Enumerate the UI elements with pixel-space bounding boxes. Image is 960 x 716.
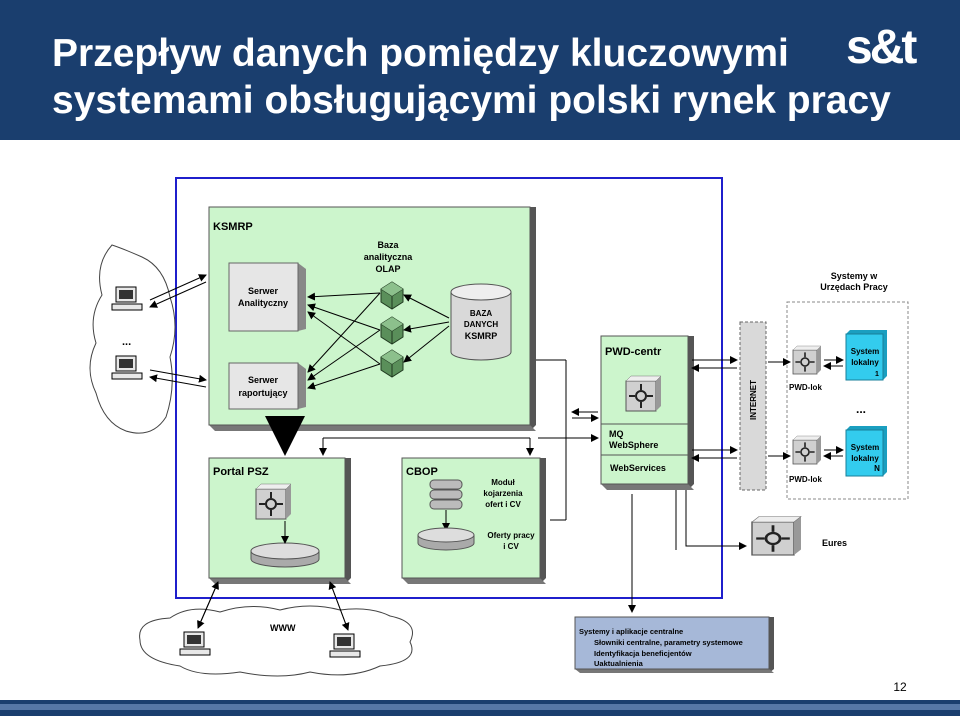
internet-label: INTERNET [749,380,758,420]
pwd-centr-router-icon [625,375,662,412]
pwd-centr-label: PWD-centr [605,346,662,358]
pwd-mq-line1: MQ [609,429,624,439]
db-line3: KSMRP [465,331,498,341]
central-line1: Systemy i aplikacje centralne [579,627,683,636]
server-report-line2: raportujący [238,388,287,398]
sysn-line2: lokalny [851,454,879,463]
sysn-line3: N [874,464,880,473]
offices-region: Systemy w Urzędach Pracy PWD-lok PWD-lok… [786,271,909,500]
slide-title: Przepływ danych pomiędzy kluczowymi syst… [52,30,891,124]
pwd-centr-panel: PWD-centr MQ WebSphere WebServices [600,335,694,490]
title-line-2: systemami obsługującymi polski rynek pra… [52,79,891,122]
ksmrp-label: KSMRP [213,221,253,233]
server-analytic-line1: Serwer [248,286,279,296]
portal-router-icon [255,483,292,520]
title-line-1: Przepływ danych pomiędzy kluczowymi [52,32,789,75]
footer-bar [0,700,960,716]
central-line4: Uaktualnienia [594,659,644,668]
pwd-mq-line2: WebSphere [609,440,658,450]
cbop-server-icon [429,479,463,510]
header-bar: Przepływ danych pomiędzy kluczowymi syst… [0,0,960,140]
cloud-left-dots: ... [122,336,131,348]
pwd-lok-router-icon [792,345,822,375]
ksmrp-database: BAZA DANYCH KSMRP [450,283,512,361]
cbop-offers-line2: i CV [503,542,519,551]
data-flows [149,274,791,631]
portal-psz-panel: Portal PSZ [208,457,351,584]
server-report-line1: Serwer [248,375,279,385]
olap-database: Baza analityczna OLAP [364,240,414,378]
db-line2: DANYCH [464,320,498,329]
pwd-lok-router-icon [792,435,822,465]
offices-label-line2: Urzędach Pracy [820,282,888,292]
pwd-webservices: WebServices [610,463,666,473]
central-systems-box: Systemy i aplikacje centralne Słowniki c… [574,616,774,673]
cbop-label: CBOP [406,466,438,478]
cbop-panel: CBOP Moduł kojarzenia ofert i CV Oferty … [401,457,546,584]
eures-label: Eures [822,538,847,548]
www-cloud: WWW [139,605,413,677]
server-report: Serwer raportujący [228,362,306,410]
sys1-line1: System [851,347,879,356]
server-analytic: Serwer Analityczny [228,262,306,332]
offices-dots: ... [856,402,866,416]
page-number: 12 [893,680,907,694]
pwd-lok-n-label: PWD-lok [789,475,822,484]
cbop-offers-line1: Oferty pracy [487,531,535,540]
olap-line3: OLAP [375,264,400,274]
eures-router-icon [750,515,803,557]
central-line2: Słowniki centralne, parametry systemowe [594,638,743,647]
server-analytic-line2: Analityczny [238,298,288,308]
user-cloud-left: ... [89,244,176,434]
internet-bar: INTERNET [739,321,767,491]
cbop-module-line3: ofert i CV [485,500,521,509]
cbop-module-line2: kojarzenia [483,489,523,498]
cbop-module-line1: Moduł [491,478,515,487]
db-line1: BAZA [470,309,492,318]
www-label: WWW [270,623,296,633]
portal-psz-label: Portal PSZ [213,466,269,478]
ksmrp-flows [307,292,450,390]
eures-node: Eures [750,515,847,557]
central-line3: Identyfikacja beneficjentów [594,649,692,658]
sysn-line1: System [851,443,879,452]
sys1-line2: lokalny [851,358,879,367]
sys1-line3: 1 [875,371,879,378]
olap-line2: analityczna [364,252,414,262]
architecture-diagram: KSMRP Serwer Analityczny Serwer raportuj… [89,177,909,677]
local-system-1: System lokalny 1 [845,330,887,381]
pwd-lok-1-label: PWD-lok [789,383,822,392]
company-logo: s&t [846,21,917,74]
local-system-n: System lokalny N [845,426,887,477]
offices-label-line1: Systemy w [831,271,879,281]
footer-stripe [0,704,960,710]
olap-line1: Baza [377,240,399,250]
